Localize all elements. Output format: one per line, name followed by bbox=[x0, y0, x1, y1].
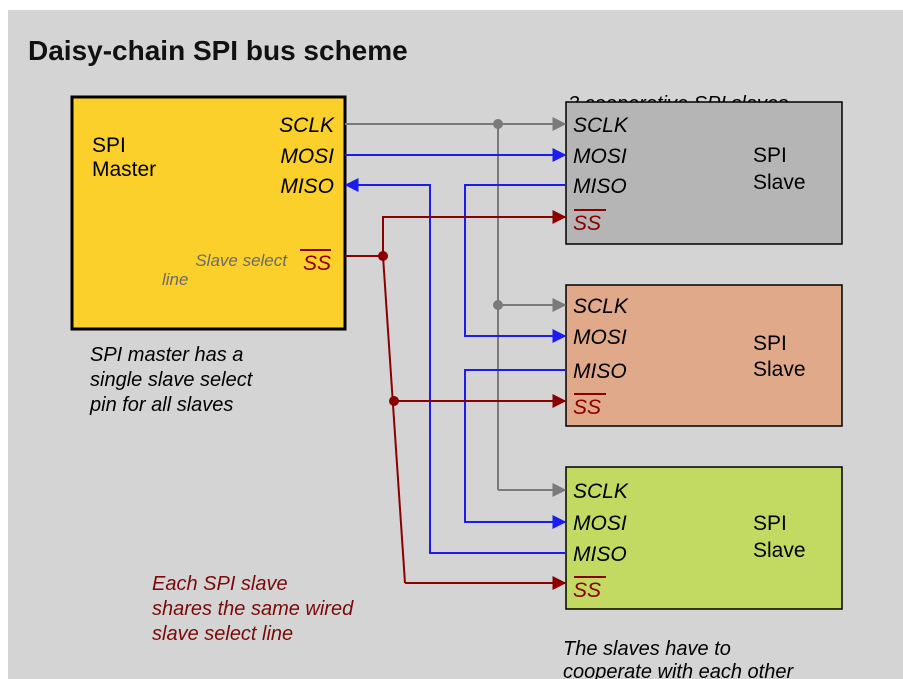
slave-1-labels: SCLK MOSI MISO SS SPI Slave bbox=[573, 114, 806, 235]
ss-trunk bbox=[382, 255, 406, 584]
master-label-line2: Master bbox=[92, 158, 156, 181]
master-label-line1: SPI bbox=[92, 134, 126, 157]
slave-box-3 bbox=[565, 466, 843, 610]
shared-ss-note: Each SPI slave shares the same wired sla… bbox=[152, 573, 354, 645]
master-note-line2: single slave select bbox=[90, 369, 254, 391]
slave-2-label-line1: SPI bbox=[753, 332, 787, 355]
master-pin-mosi: MOSI bbox=[280, 145, 334, 168]
slave-1-pin-mosi: MOSI bbox=[573, 145, 627, 168]
master-box bbox=[70, 95, 347, 331]
slave-3-pin-miso: MISO bbox=[573, 543, 627, 566]
slave-1-pin-miso: MISO bbox=[573, 175, 627, 198]
slave-2-pin-miso: MISO bbox=[573, 360, 627, 383]
sclk-junction-2 bbox=[493, 300, 503, 310]
slave-1-miso-to-slave-2-mosi bbox=[464, 184, 567, 343]
slave-3-pin-mosi: MOSI bbox=[573, 512, 627, 535]
master-note: SPI master has a single slave select pin… bbox=[89, 344, 254, 416]
master-pin-sclk: SCLK bbox=[279, 114, 335, 137]
shared-ss-note-line2: shares the same wired bbox=[152, 598, 354, 620]
data-chain-wires bbox=[344, 148, 567, 554]
slave-1-pin-ss: SS bbox=[573, 212, 601, 235]
master-note-line1: SPI master has a bbox=[90, 344, 243, 366]
master-pin-miso: MISO bbox=[280, 175, 334, 198]
slave-3-miso-to-master-miso bbox=[344, 178, 566, 554]
master-pin-ss: SS bbox=[303, 252, 331, 275]
shared-ss-note-line1: Each SPI slave bbox=[152, 573, 288, 595]
cooperate-note-line1: The slaves have to bbox=[563, 638, 731, 660]
slave-1-label-line2: Slave bbox=[753, 171, 806, 194]
slave-2-pin-mosi: MOSI bbox=[573, 326, 627, 349]
ss-junction-1 bbox=[378, 251, 388, 261]
slave-3-labels: SCLK MOSI MISO SS SPI Slave bbox=[573, 480, 806, 602]
slave-2-pin-ss: SS bbox=[573, 396, 601, 419]
slave-2-pin-sclk: SCLK bbox=[573, 295, 629, 318]
slave-select-note-line2: line bbox=[162, 270, 188, 289]
slave-select-note-line1: Slave select bbox=[195, 251, 288, 270]
ss-wires bbox=[345, 210, 567, 590]
slave-1-label-line1: SPI bbox=[753, 144, 787, 167]
ss-wire-slave-1 bbox=[382, 210, 567, 256]
slave-3-pin-ss: SS bbox=[573, 579, 601, 602]
slave-box-2 bbox=[565, 284, 843, 427]
cooperate-note-line2: cooperate with each other bbox=[563, 661, 794, 679]
ss-junction-2 bbox=[389, 396, 399, 406]
slave-2-miso-to-slave-3-mosi bbox=[464, 369, 567, 529]
slave-1-pin-sclk: SCLK bbox=[573, 114, 629, 137]
diagram-title: Daisy-chain SPI bus scheme bbox=[28, 35, 408, 66]
cooperate-note: The slaves have to cooperate with each o… bbox=[563, 638, 794, 679]
sclk-junction-1 bbox=[493, 119, 503, 129]
slave-2-label-line2: Slave bbox=[753, 358, 806, 381]
slave-2-labels: SCLK MOSI MISO SS SPI Slave bbox=[573, 295, 806, 419]
slave-3-pin-sclk: SCLK bbox=[573, 480, 629, 503]
shared-ss-note-line3: slave select line bbox=[152, 623, 293, 645]
slave-3-label-line2: Slave bbox=[753, 539, 806, 562]
master-note-line3: pin for all slaves bbox=[89, 394, 233, 416]
slave-box-1 bbox=[565, 101, 843, 245]
slave-3-label-line1: SPI bbox=[753, 512, 787, 535]
